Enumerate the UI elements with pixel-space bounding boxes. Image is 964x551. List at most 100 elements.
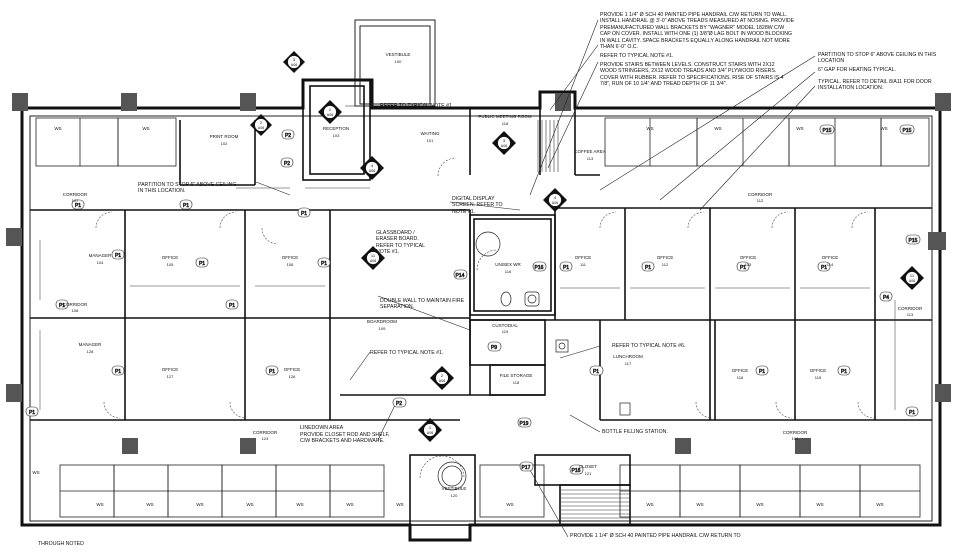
partition-tag: P1 (736, 261, 750, 272)
partition-tag: P19 (517, 417, 532, 428)
room-name: CORRIDOR (63, 192, 88, 197)
room-number: 104 (97, 260, 104, 265)
section-marker: 1 A06 (318, 100, 342, 124)
door-swings (95, 157, 875, 479)
workstation-label: WS (346, 502, 353, 507)
room-number: 118 (502, 121, 509, 126)
room-number: 104 (792, 436, 799, 441)
workstation-label: WS (96, 502, 103, 507)
room-name: COFFEE AREA (574, 149, 606, 154)
partition-tag: P2 (392, 397, 407, 408)
room-name: UNISEX WR (495, 262, 521, 267)
stairs-south (560, 489, 630, 519)
room-name: OFFICE (657, 255, 674, 260)
room-number: 102 (221, 141, 228, 146)
svg-text:4: 4 (554, 195, 557, 200)
leader-lines (255, 19, 816, 538)
room-name: OFFICE (732, 368, 749, 373)
workstation-label: WS (816, 502, 823, 507)
svg-text:P1: P1 (269, 369, 275, 375)
handrail-note-top: PROVIDE 1 1/4" Ø SCH 40 PAINTED PIPE HAN… (600, 12, 795, 51)
svg-text:P15: P15 (909, 238, 918, 244)
room-number: 101 (427, 138, 434, 143)
svg-text:A06: A06 (370, 259, 376, 263)
workstation-label: WS (396, 502, 403, 507)
room-number: 117 (625, 361, 632, 366)
room-number: 115 (815, 375, 822, 380)
svg-text:3: 3 (503, 138, 506, 143)
workstations-south (59, 464, 921, 518)
section-markers: 3 A06 2 A06 1 A06 4 A06 3 A06 (250, 51, 924, 442)
room-number: 108 (72, 308, 79, 313)
svg-text:P17: P17 (522, 465, 531, 471)
room-name: CORRIDOR (783, 430, 808, 435)
workstation-label: WS (246, 502, 253, 507)
svg-text:A06: A06 (427, 431, 433, 435)
svg-text:A06: A06 (552, 201, 558, 205)
room-name: CUSTODIAL (492, 323, 518, 328)
svg-text:P1: P1 (821, 265, 827, 271)
partition-tag: P1 (25, 406, 39, 417)
partition-note-left: PARTITION TO STOP 6" ABOVE CEILING IN TH… (138, 182, 237, 195)
workstation-label: WS (646, 502, 653, 507)
section-marker: 2 A06 (430, 366, 454, 390)
room-number: 121 (585, 471, 592, 476)
svg-text:P1: P1 (321, 261, 327, 267)
partition-tag: P15 (819, 124, 835, 135)
room-number: 124 (262, 436, 269, 441)
svg-text:1: 1 (329, 107, 332, 112)
svg-text:11: 11 (371, 253, 376, 258)
partition-tag: P1 (905, 406, 919, 417)
svg-text:P1: P1 (183, 203, 189, 209)
svg-text:P2: P2 (285, 133, 291, 139)
partition-tag: P1 (641, 261, 655, 272)
partition-tag: P1 (837, 365, 851, 376)
svg-text:P2: P2 (284, 161, 290, 167)
partition-tag: P15 (899, 124, 915, 135)
partition-tag: P1 (559, 261, 573, 272)
svg-text:P1: P1 (740, 265, 746, 271)
heating-gap-note: 6" GAP FOR HEATING TYPICAL. (818, 67, 896, 73)
svg-text:A06: A06 (909, 279, 915, 283)
svg-text:2: 2 (441, 373, 444, 378)
svg-text:P1: P1 (199, 261, 205, 267)
svg-text:11: 11 (910, 273, 915, 278)
room-number: 116 (505, 269, 512, 274)
svg-text:A06: A06 (327, 113, 333, 117)
room-labels: VESTIBULE 100 PRINT ROOM 102 RECEPTION 1… (63, 52, 923, 498)
svg-text:P16: P16 (535, 265, 544, 271)
linedown-note: LINEDOWN AREA (300, 425, 344, 431)
svg-text:3: 3 (293, 57, 296, 62)
svg-text:P1: P1 (59, 303, 65, 309)
room-name: OFFICE (162, 367, 179, 372)
section-marker: 3 A06 (283, 51, 305, 73)
partition-tag: P15 (905, 234, 921, 245)
room-name: OFFICE (282, 255, 299, 260)
svg-text:A06: A06 (369, 169, 375, 173)
workstation-labels: WS WS WS WS WS WS WS WS WS WS WS WS WS W… (32, 126, 887, 507)
room-name: CORRIDOR (253, 430, 278, 435)
partition-tag: P1 (111, 365, 125, 376)
room-name: FILE STORAGE (500, 373, 533, 378)
svg-text:2: 2 (260, 120, 263, 125)
section-marker: 2 A06 (250, 114, 272, 136)
room-number: 112 (662, 262, 669, 267)
room-name: OFFICE (740, 255, 757, 260)
room-name: OFFICE (810, 368, 827, 373)
workstation-label: WS (32, 470, 39, 475)
room-name: BOARDROOM (367, 319, 397, 324)
room-number: 103 (333, 133, 340, 138)
room-name: OFFICE (162, 255, 179, 260)
svg-text:1: 1 (429, 425, 432, 430)
svg-text:P4: P4 (883, 295, 889, 301)
double-wall-note: DOUBLE WALL TO MAINTAIN FIRE SEPARATION. (380, 298, 465, 311)
room-name: OFFICE (284, 367, 301, 372)
svg-text:P1: P1 (759, 369, 765, 375)
svg-text:4: 4 (371, 163, 374, 168)
room-name: LUNCHROOM (613, 354, 643, 359)
workstation-label: WS (876, 502, 883, 507)
partition-tag: P1 (589, 365, 604, 376)
bottle-filling-note: BOTTLE FILLING STATION. (602, 429, 668, 435)
workstation-label: WS (646, 126, 653, 131)
